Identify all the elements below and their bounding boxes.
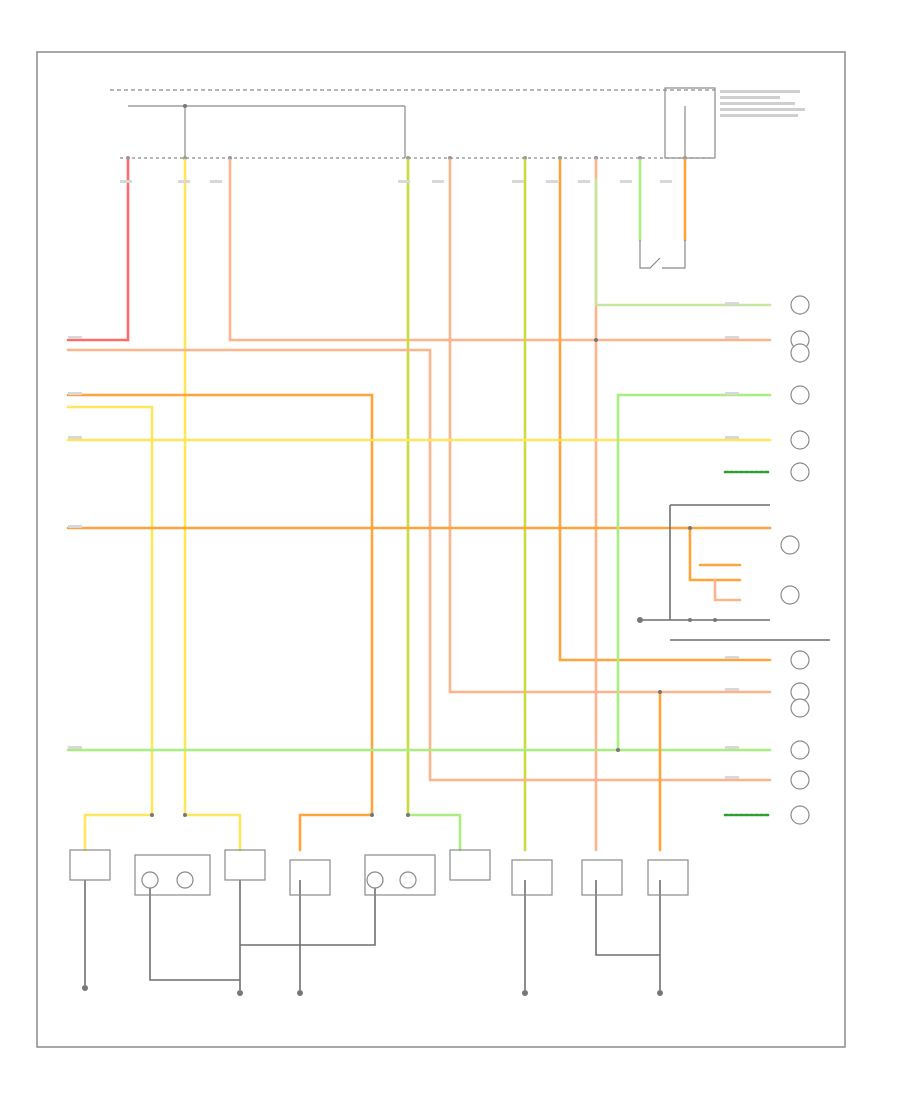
bulb-icon	[780, 295, 810, 825]
wire-lgreen-top	[594, 178, 772, 307]
wire-yellow-lower-mid	[183, 813, 242, 852]
wire-orange-lower	[298, 813, 374, 852]
wire-yellow-left	[66, 405, 154, 817]
fuse-drops	[183, 104, 686, 158]
wire-pink-upper	[228, 158, 772, 342]
wire-pink-mid	[448, 158, 772, 694]
wire-pink-stub	[713, 578, 742, 602]
wire-red	[66, 158, 130, 342]
connector-pins	[126, 156, 687, 160]
ground-wiring	[84, 338, 830, 990]
ground-icon	[82, 617, 663, 996]
wire-orange-stub-2	[688, 526, 742, 582]
diagram-frame	[36, 51, 846, 1048]
wire-yellow-lower-left	[83, 813, 154, 852]
lower-lamp-housings	[69, 849, 689, 896]
wire-pink-left	[66, 348, 772, 782]
switch-icon	[639, 240, 686, 269]
wire-orange-left	[66, 393, 374, 817]
wire-orange-right	[558, 158, 772, 662]
control-module-box	[664, 87, 716, 159]
wire-green-lower-feed	[406, 813, 462, 852]
wire-tick-marks	[68, 180, 739, 779]
module-label-block	[720, 90, 805, 117]
wire-lgreen-branch	[616, 393, 772, 752]
